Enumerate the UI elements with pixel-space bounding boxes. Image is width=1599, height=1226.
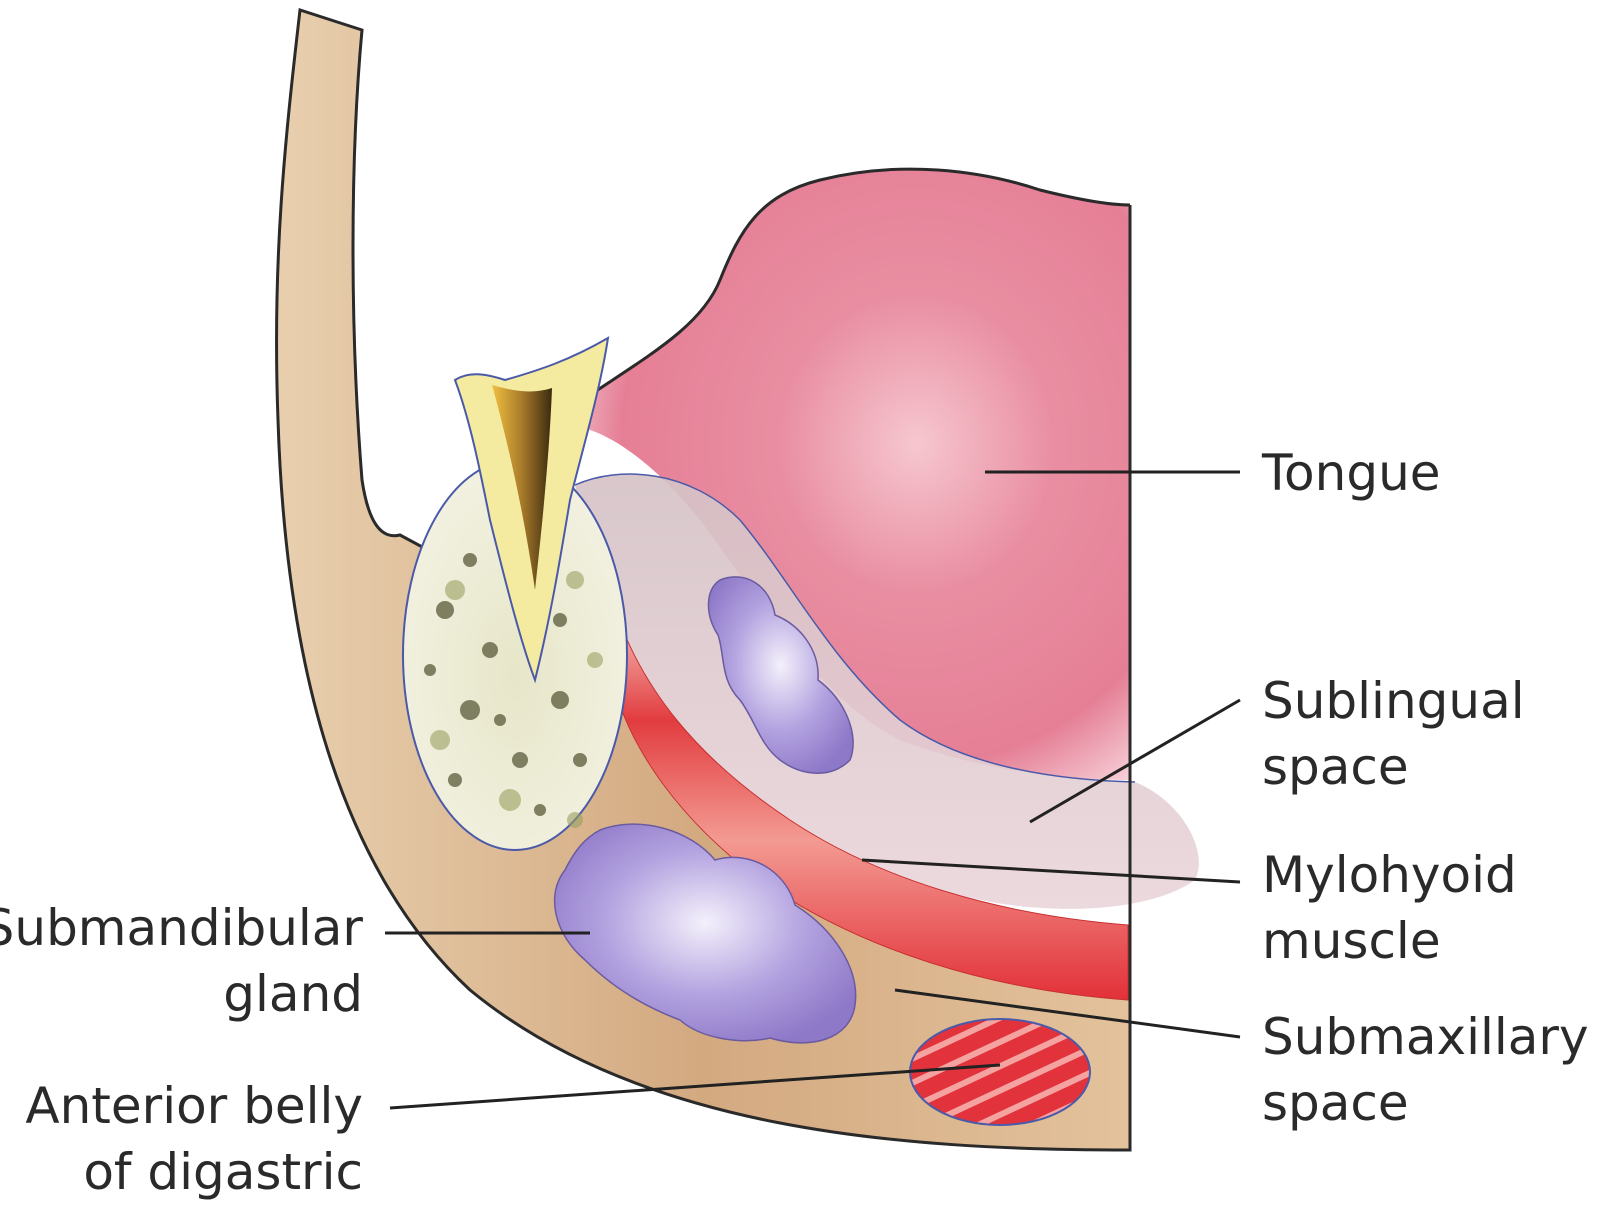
label-tongue: Tongue [1262, 440, 1441, 506]
label-submaxillary-space: Submaxillary space [1262, 1004, 1589, 1136]
label-mylohyoid-line1: Mylohyoid [1262, 842, 1517, 908]
label-sublingual-space: Sublingual space [1262, 668, 1525, 800]
label-submandibular-line1: Submandibular [0, 895, 363, 961]
label-sublingual-line1: Sublingual [1262, 668, 1525, 734]
label-anterior-belly-digastric: Anterior belly of digastric [25, 1073, 363, 1205]
label-mylohyoid-muscle: Mylohyoid muscle [1262, 842, 1517, 974]
label-tongue-line1: Tongue [1262, 440, 1441, 506]
digastric-muscle [910, 1019, 1090, 1125]
label-sublingual-line2: space [1262, 734, 1525, 800]
label-digastric-line2: of digastric [25, 1139, 363, 1205]
label-submandibular-gland: Submandibular gland [0, 895, 363, 1027]
label-submaxillary-line2: space [1262, 1070, 1589, 1136]
label-mylohyoid-line2: muscle [1262, 908, 1517, 974]
label-submaxillary-line1: Submaxillary [1262, 1004, 1589, 1070]
label-submandibular-line2: gland [0, 961, 363, 1027]
label-digastric-line1: Anterior belly [25, 1073, 363, 1139]
